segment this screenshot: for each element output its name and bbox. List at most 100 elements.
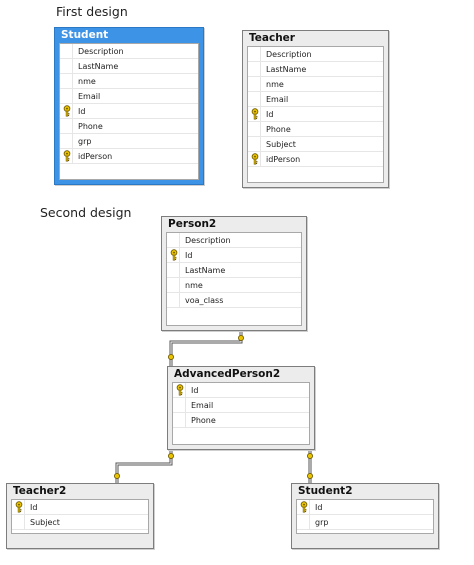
column-row[interactable]: nme <box>248 77 383 92</box>
column-row[interactable]: idPerson <box>248 152 383 167</box>
column-row[interactable]: nme <box>60 74 198 89</box>
row-selector[interactable] <box>167 233 180 247</box>
primary-key-icon <box>176 384 184 396</box>
column-row[interactable]: Id <box>60 104 198 119</box>
advancedperson2-teacher2-relationship <box>115 450 173 483</box>
column-row[interactable]: grp <box>297 515 433 530</box>
column-row[interactable]: Id <box>248 107 383 122</box>
table-title: Teacher <box>249 32 295 44</box>
row-selector[interactable] <box>60 149 73 163</box>
row-selector[interactable] <box>60 74 73 88</box>
column-name: idPerson <box>78 152 113 161</box>
row-selector[interactable] <box>167 278 180 292</box>
row-selector[interactable] <box>248 62 261 76</box>
key-end-icon <box>114 472 121 479</box>
column-name: LastName <box>78 62 119 71</box>
column-row[interactable]: Phone <box>60 119 198 134</box>
table-title: AdvancedPerson2 <box>174 368 281 380</box>
column-grid: Id grp <box>296 499 434 534</box>
primary-key-icon <box>63 105 71 117</box>
column-row[interactable]: Description <box>248 47 383 62</box>
column-row[interactable]: LastName <box>248 62 383 77</box>
column-row[interactable]: Description <box>60 44 198 59</box>
row-selector[interactable] <box>248 122 261 136</box>
column-name: Email <box>78 92 101 101</box>
row-selector[interactable] <box>12 515 25 529</box>
column-row[interactable]: grp <box>60 134 198 149</box>
column-name: LastName <box>185 266 226 275</box>
row-selector[interactable] <box>248 107 261 121</box>
second-design-heading: Second design <box>40 205 132 220</box>
column-row[interactable]: Subject <box>248 137 383 152</box>
primary-key-icon <box>170 249 178 261</box>
column-name: Id <box>185 251 193 260</box>
row-selector[interactable] <box>60 44 73 58</box>
table-title: Teacher2 <box>13 485 67 497</box>
column-row[interactable]: Id <box>12 500 148 515</box>
column-name: grp <box>315 518 329 527</box>
primary-key-icon <box>251 153 259 165</box>
column-row[interactable]: Email <box>60 89 198 104</box>
row-selector[interactable] <box>167 263 180 277</box>
row-selector[interactable] <box>297 500 310 514</box>
row-selector[interactable] <box>60 134 73 148</box>
column-name: Phone <box>78 122 103 131</box>
row-selector[interactable] <box>173 413 186 427</box>
column-row[interactable]: LastName <box>167 263 301 278</box>
row-selector[interactable] <box>12 500 25 514</box>
column-row[interactable]: Email <box>173 398 309 413</box>
column-name: grp <box>78 137 92 146</box>
column-row[interactable]: Subject <box>12 515 148 530</box>
row-selector[interactable] <box>167 293 180 307</box>
key-end-icon <box>167 452 174 459</box>
column-row[interactable]: Id <box>297 500 433 515</box>
column-name: Id <box>191 386 199 395</box>
column-name: Email <box>266 95 289 104</box>
column-row[interactable]: Email <box>248 92 383 107</box>
first-design-heading: First design <box>56 4 128 19</box>
primary-key-icon <box>63 150 71 162</box>
row-selector[interactable] <box>60 104 73 118</box>
column-row[interactable]: idPerson <box>60 149 198 164</box>
table-title: Student <box>61 29 109 41</box>
column-row[interactable]: voa_class <box>167 293 301 308</box>
column-row[interactable]: nme <box>167 278 301 293</box>
primary-key-icon <box>300 501 308 513</box>
column-name: Id <box>315 503 323 512</box>
column-row[interactable]: Phone <box>248 122 383 137</box>
key-end-icon <box>237 334 244 341</box>
row-selector[interactable] <box>248 77 261 91</box>
column-name: idPerson <box>266 155 301 164</box>
person2-advancedperson2-relationship <box>169 331 243 368</box>
column-row[interactable]: Id <box>173 383 309 398</box>
column-row[interactable]: Id <box>167 248 301 263</box>
key-end-icon <box>167 353 174 360</box>
column-name: Id <box>30 503 38 512</box>
column-name: Phone <box>266 125 291 134</box>
row-selector[interactable] <box>167 248 180 262</box>
row-selector[interactable] <box>173 383 186 397</box>
row-selector[interactable] <box>60 89 73 103</box>
row-selector[interactable] <box>60 59 73 73</box>
column-name: LastName <box>266 65 307 74</box>
column-row[interactable]: Description <box>167 233 301 248</box>
column-row[interactable]: LastName <box>60 59 198 74</box>
row-selector[interactable] <box>248 152 261 166</box>
column-row[interactable]: Phone <box>173 413 309 428</box>
row-selector[interactable] <box>173 398 186 412</box>
row-selector[interactable] <box>248 92 261 106</box>
row-selector[interactable] <box>297 515 310 529</box>
row-selector[interactable] <box>248 137 261 151</box>
row-selector[interactable] <box>248 47 261 61</box>
row-selector[interactable] <box>60 119 73 133</box>
